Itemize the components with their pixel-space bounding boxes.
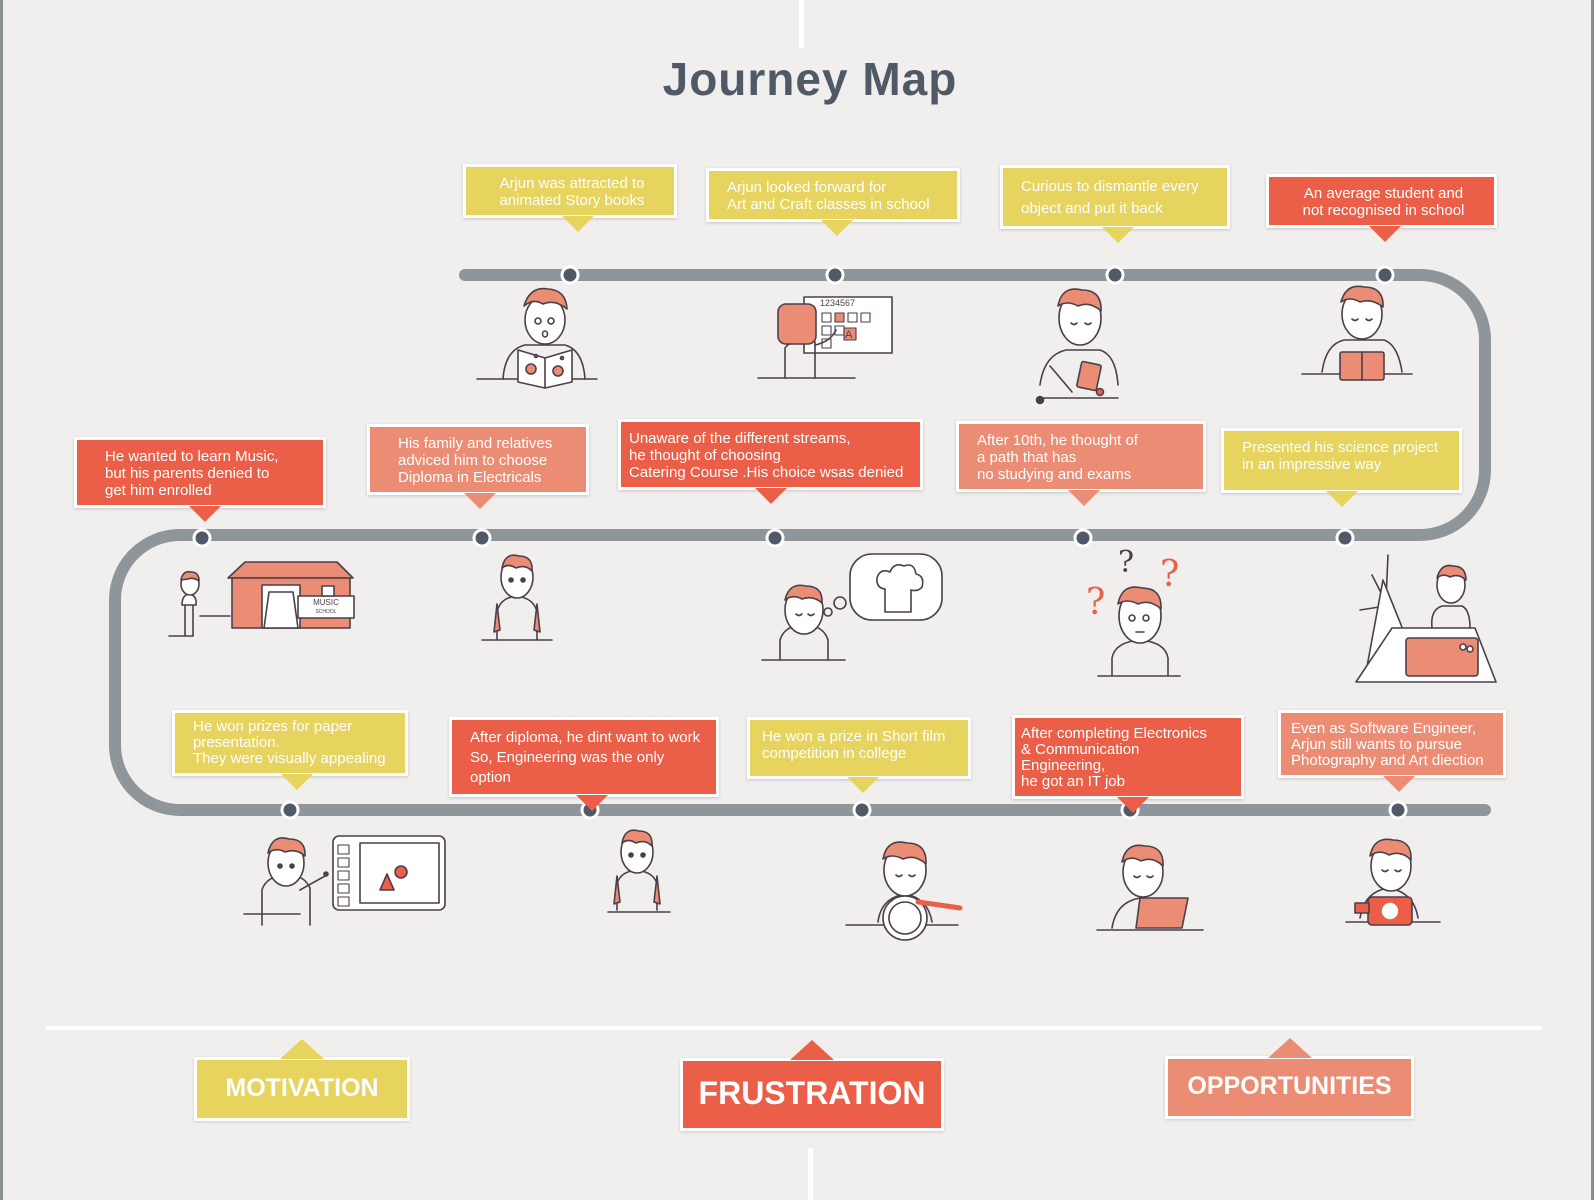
legend-opportunities: OPPORTUNITIES [1165,1056,1414,1119]
boy-reading-storybook-icon [476,287,598,389]
frame-right-border [1591,0,1594,1200]
event-bubble: Presented his science project in an impr… [1221,428,1462,493]
event-bubble: After 10th, he thought of a path that ha… [956,421,1206,492]
timeline-node [852,800,872,820]
boy-with-gadget-icon [1035,288,1119,405]
legend-motivation: MOTIVATION [194,1057,410,1121]
event-bubble: After completing Electronics & Communica… [1012,715,1244,799]
chart-letter: A [845,329,853,341]
timeline-node [1073,528,1093,548]
event-bubble: He won a prize in Short film competition… [747,717,971,779]
legend-frustration: FRUSTRATION [680,1058,944,1131]
event-bubble: His family and relatives adviced him to … [367,424,589,495]
event-bubble: Even as Software Engineer, Arjun still w… [1278,710,1506,778]
confused-boy-icon: ? ? ? [1086,545,1181,677]
timeline-node [1375,265,1395,285]
timeline-node [825,265,845,285]
laptop-work-icon [1096,844,1204,931]
timeline-node [192,528,212,548]
event-bubble: Arjun was attracted to animated Story bo… [463,164,677,218]
svg-text:?: ? [1118,545,1134,580]
footer-divider [46,1026,1542,1030]
event-bubble: Arjun looked forward for Art and Craft c… [706,168,960,222]
bottom-divider [808,1148,813,1200]
boy-with-backpack-icon [481,554,553,641]
craft-chart-board-icon [757,296,893,379]
timeline-node [1335,528,1355,548]
music-sign-subtext: SCHOOL [315,609,336,615]
student-backpack-icon [607,829,671,913]
event-bubble: Unaware of the different streams, he tho… [618,419,923,490]
timeline-node [560,265,580,285]
frame-left-border [0,0,3,1200]
event-bubble: An average student and not recognised in… [1266,174,1497,228]
timeline-node [1105,265,1125,285]
timeline-node [765,528,785,548]
windmill-project-icon [1355,554,1497,683]
event-bubble: He wanted to learn Music, but his parent… [74,437,326,508]
timeline-node [280,800,300,820]
timeline-node [1388,800,1408,820]
chef-hat-thought-icon [761,553,943,661]
event-bubble: After diploma, he dint want to work So, … [449,717,719,797]
timeline-node [472,528,492,548]
page-title: Journey Map [662,53,958,105]
film-reel-icon [845,841,963,941]
event-bubble: He won prizes for paper presentation. Th… [172,710,408,776]
event-bubble: Curious to dismantle every object and pu… [1000,165,1230,229]
music-sign-text: MUSIC [313,598,339,607]
top-divider [799,0,804,48]
presentation-screen-icon [243,835,446,926]
boy-with-report-card-icon [1301,285,1413,381]
camera-icon [1345,838,1441,926]
chart-numbers: 1234567 [820,298,855,308]
music-school-icon [168,561,355,637]
svg-text:?: ? [1160,554,1179,595]
svg-text:?: ? [1086,582,1105,623]
timeline-track [109,269,1491,816]
